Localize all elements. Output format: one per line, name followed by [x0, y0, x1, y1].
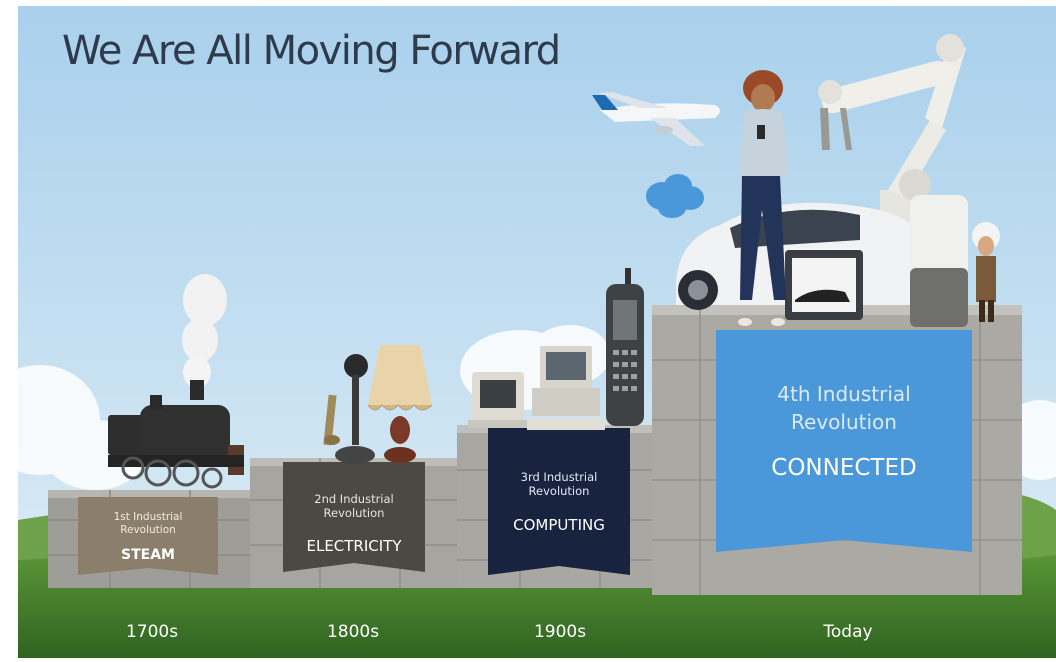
rev-3-name-line2: Revolution	[528, 484, 590, 498]
crt-computer-icon	[468, 372, 528, 428]
rev-3-name: 3rd Industrial Revolution	[488, 470, 630, 498]
era-label-4: Today	[823, 622, 873, 642]
rev-2-name: 2nd Industrial Revolution	[283, 492, 425, 520]
mobile-phone-icon	[606, 268, 644, 426]
desktop-pc-icon	[527, 346, 605, 430]
robot-arm-icon	[818, 34, 966, 250]
rev-3-theme: COMPUTING	[513, 516, 605, 534]
steam-locomotive-icon	[108, 274, 244, 489]
rev-1-name-line2: Revolution	[120, 524, 176, 536]
table-lamp-icon	[367, 345, 433, 463]
smart-speaker-icon	[910, 195, 968, 327]
banner-connected	[716, 330, 972, 552]
airplane-icon	[592, 92, 720, 146]
rev-4-name: 4th Industrial Revolution	[716, 380, 972, 436]
woman-with-phone-icon	[738, 70, 790, 326]
era-label-2: 1800s	[326, 622, 380, 642]
era-label-3: 1900s	[533, 622, 587, 642]
rev-3-name-line1: 3rd Industrial	[520, 470, 598, 484]
rev-1-name: 1st Industrial Revolution	[78, 511, 218, 537]
rev-2-theme: ELECTRICITY	[306, 537, 402, 555]
banner-electricity	[283, 462, 425, 572]
rev-4-name-line1: 4th Industrial	[777, 382, 911, 406]
rev-2-name-line1: 2nd Industrial	[314, 492, 394, 506]
candlestick-telephone-icon	[323, 354, 375, 464]
rev-4-name-line2: Revolution	[791, 410, 897, 434]
einstein-figure-icon	[972, 222, 1000, 322]
rev-4-theme: CONNECTED	[771, 455, 917, 481]
rev-1-name-line1: 1st Industrial	[113, 511, 183, 523]
rev-2-name-line2: Revolution	[323, 506, 385, 520]
era-label-1: 1700s	[125, 622, 179, 642]
banner-steam	[78, 497, 218, 575]
3d-printer-icon	[785, 250, 863, 320]
banner-computing	[488, 428, 630, 575]
rev-1-theme: STEAM	[121, 547, 175, 563]
cloud-icon	[646, 174, 704, 218]
page-title: We Are All Moving Forward	[62, 28, 561, 74]
